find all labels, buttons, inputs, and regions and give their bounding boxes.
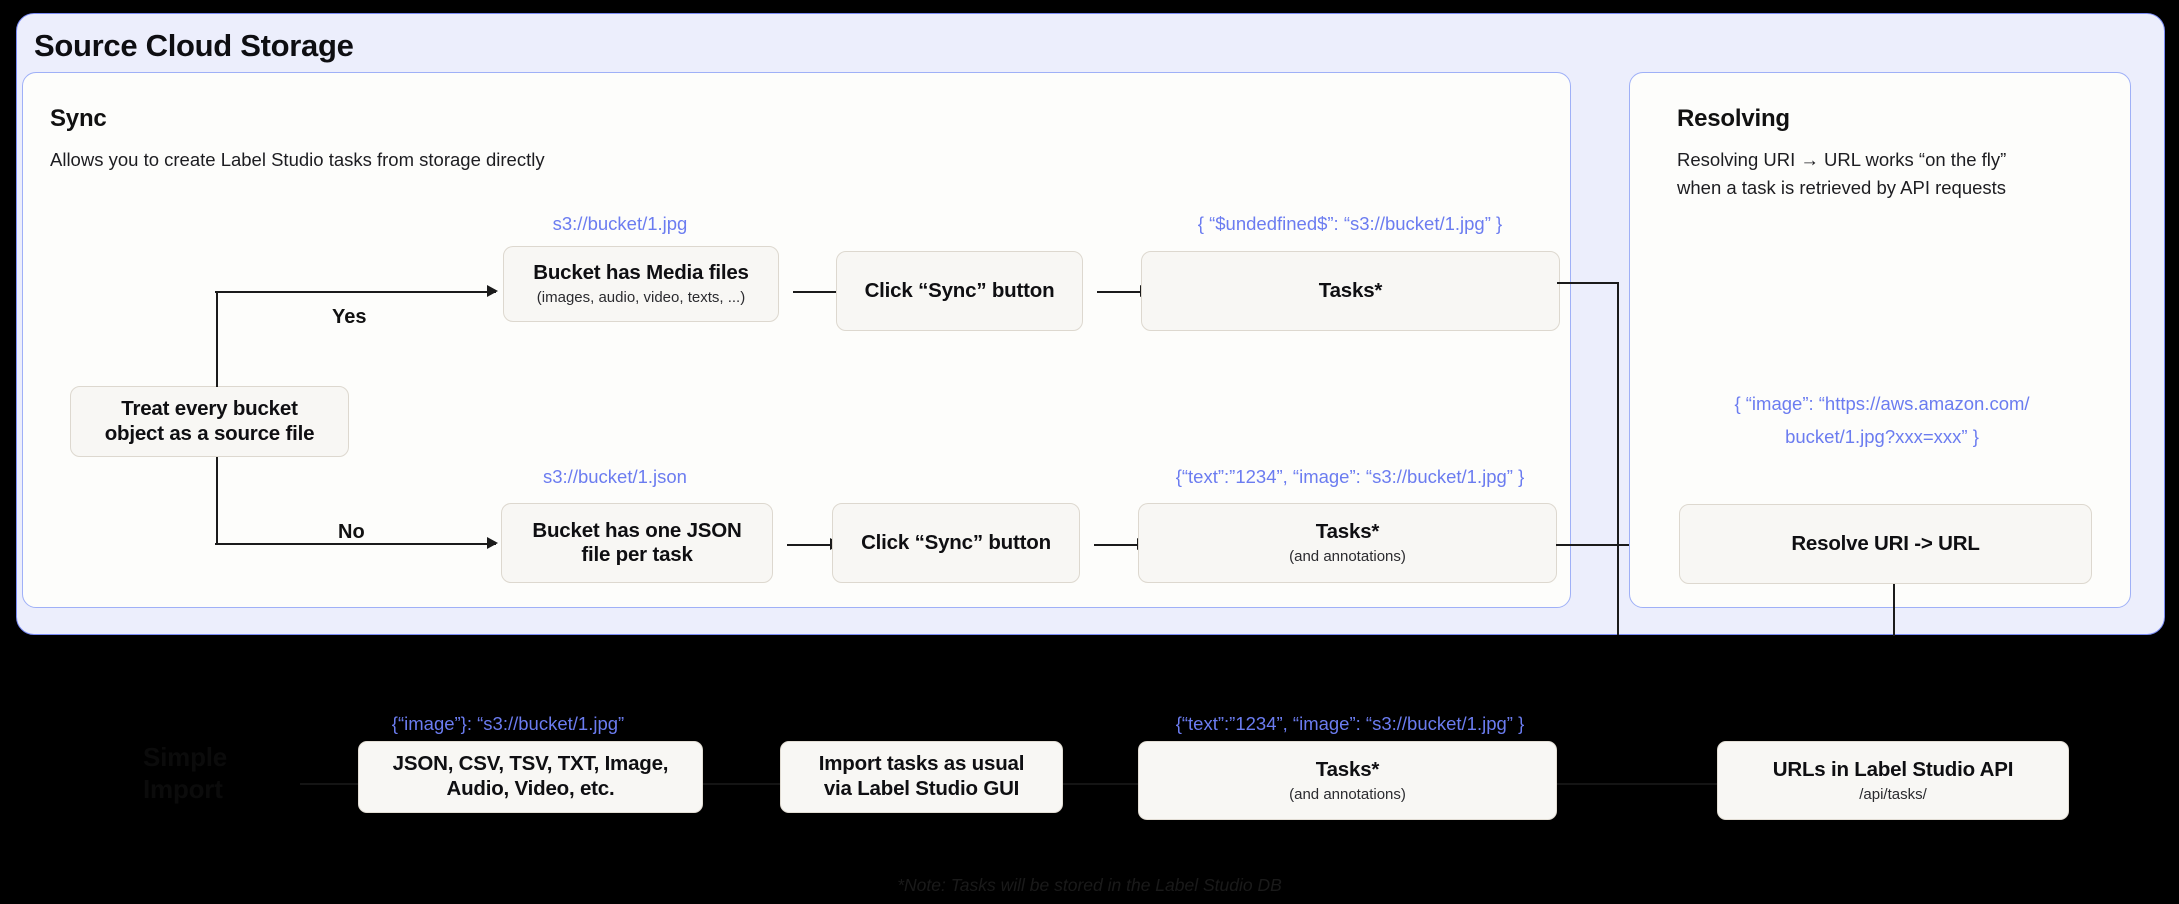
footer-note: *Note: Tasks will be stored in the Label… <box>897 875 1282 895</box>
resolving-subtitle-line1: Resolving URI → URL works “on the fly” <box>1677 149 2007 170</box>
resolving-title: Resolving <box>1677 105 1790 132</box>
import-tasks-line1: Import tasks as usual <box>818 752 1025 776</box>
yes-row-connector-1 <box>793 291 840 293</box>
bottom-tasks-box[interactable]: Tasks* (and annotations) <box>1138 741 1557 820</box>
no-branch-vertical-line <box>216 457 218 545</box>
yes-row-uri-annotation: s3://bucket/1.jpg <box>552 213 688 234</box>
no-row-connector-2 <box>1094 544 1141 546</box>
resolving-url-annotation-line1: { “image”: “https://aws.amazon.com/ <box>1734 393 2030 414</box>
no-row-tasks-label: Tasks* <box>1315 520 1380 544</box>
no-row-json-file-box[interactable]: Bucket has one JSON file per task <box>501 503 773 583</box>
import-tasks-box[interactable]: Import tasks as usual via Label Studio G… <box>780 741 1063 813</box>
yes-row-click-sync-label: Click “Sync” button <box>864 278 1055 302</box>
tasks-to-resolve-top-line <box>1557 282 1618 284</box>
yes-row-media-files-title: Bucket has Media files <box>533 261 749 285</box>
decision-box-line2: object as a source file <box>104 421 315 445</box>
simple-import-connector-3 <box>1557 783 1717 785</box>
decision-box-line1: Treat every bucket <box>121 397 298 421</box>
resolving-subtitle-line2: when a task is retrieved by API requests <box>1677 177 2007 198</box>
bottom-tasks-line1: Tasks* <box>1315 758 1380 782</box>
simple-import-connector-2 <box>1063 783 1138 785</box>
import-tasks-line2: via Label Studio GUI <box>823 777 1020 800</box>
decision-box-treat-bucket-object[interactable]: Treat every bucket object as a source fi… <box>70 386 349 457</box>
resolving-url-annotation-line2: bucket/1.jpg?xxx=xxx” } <box>1785 426 1979 447</box>
resolve-to-api-vertical-line <box>1893 584 1895 636</box>
tasks-to-resolve-vertical-line <box>1617 282 1619 635</box>
no-row-connector-1 <box>787 544 834 546</box>
no-row-uri-annotation: s3://bucket/1.json <box>543 466 687 487</box>
no-row-tasks-box[interactable]: Tasks* (and annotations) <box>1138 503 1557 583</box>
api-urls-box[interactable]: URLs in Label Studio API /api/tasks/ <box>1717 741 2069 820</box>
yes-branch-horizontal-line <box>215 291 496 293</box>
no-row-json-file-line2: file per task <box>581 543 693 566</box>
no-row-tasks-subtitle: (and annotations) <box>1289 547 1406 565</box>
simple-import-connector-0 <box>300 783 358 785</box>
tasks-to-resolve-bottom-line <box>1556 544 1676 546</box>
formats-box-line1: JSON, CSV, TSV, TXT, Image, <box>392 752 669 776</box>
simple-import-heading-line1: Simple <box>143 742 228 772</box>
yes-branch-arrow-head <box>487 285 498 297</box>
no-branch-arrow-head <box>487 537 498 549</box>
yes-branch-label: Yes <box>332 306 367 328</box>
simple-import-formats-annotation: {“image”}: “s3://bucket/1.jpg” <box>391 713 625 734</box>
yes-row-tasks-label: Tasks* <box>1318 278 1383 302</box>
yes-branch-vertical-line <box>216 291 218 387</box>
resolve-uri-url-label: Resolve URI -> URL <box>1791 531 1980 555</box>
no-row-json-file-line1: Bucket has one JSON <box>532 518 742 542</box>
no-branch-label: No <box>338 521 365 543</box>
no-row-task-annotation: {“text”:”1234”, “image”: “s3://bucket/1.… <box>1175 466 1525 487</box>
no-branch-horizontal-line <box>215 543 496 545</box>
resolve-uri-url-box[interactable]: Resolve URI -> URL <box>1679 504 2092 584</box>
sync-title: Sync <box>50 105 107 132</box>
formats-box[interactable]: JSON, CSV, TSV, TXT, Image, Audio, Video… <box>358 741 703 813</box>
api-urls-line2: /api/tasks/ <box>1859 785 1927 803</box>
simple-import-heading-line2: Import <box>143 774 223 804</box>
no-row-click-sync-box[interactable]: Click “Sync” button <box>832 503 1080 583</box>
simple-import-connector-1 <box>703 783 780 785</box>
yes-row-connector-2 <box>1097 291 1144 293</box>
yes-row-media-files-subtitle: (images, audio, video, texts, ...) <box>536 288 746 306</box>
yes-row-media-files-box[interactable]: Bucket has Media files (images, audio, v… <box>503 246 779 322</box>
formats-box-line2: Audio, Video, etc. <box>446 777 615 800</box>
yes-row-tasks-box[interactable]: Tasks* <box>1141 251 1560 331</box>
yes-row-click-sync-box[interactable]: Click “Sync” button <box>836 251 1083 331</box>
no-row-click-sync-label: Click “Sync” button <box>861 530 1051 554</box>
simple-import-tasks-annotation: {“text”:”1234”, “image”: “s3://bucket/1.… <box>1175 713 1525 734</box>
page-title: Source Cloud Storage <box>34 28 354 63</box>
api-urls-line1: URLs in Label Studio API <box>1772 758 2014 782</box>
yes-row-task-annotation: { “$undedfined$”: “s3://bucket/1.jpg” } <box>1197 213 1503 234</box>
bottom-tasks-line2: (and annotations) <box>1289 785 1406 803</box>
sync-subtitle: Allows you to create Label Studio tasks … <box>50 149 545 170</box>
